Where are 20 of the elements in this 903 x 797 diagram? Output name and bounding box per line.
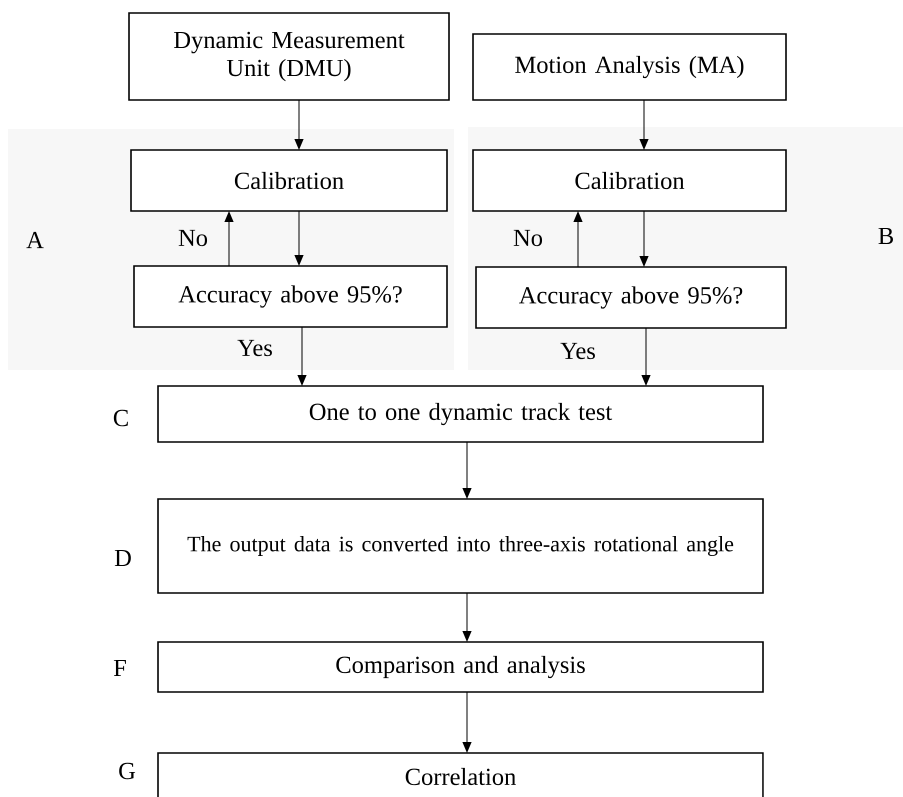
process-box: One to one dynamic track test xyxy=(157,385,764,443)
process-box: Accuracy above 95%? xyxy=(475,266,787,329)
edge-label: Yes xyxy=(559,342,597,360)
edge-label: Yes xyxy=(236,338,274,358)
step-letter: F xyxy=(114,660,126,676)
process-box: Accuracy above 95%? xyxy=(133,265,448,328)
panel-letter: B xyxy=(878,228,893,244)
process-box: The output data is converted into three-axis rotational angle xyxy=(157,498,764,594)
process-box: Correlation xyxy=(157,752,764,797)
process-box: Dynamic Measurement Unit (DMU) xyxy=(128,12,450,101)
step-letter: C xyxy=(114,410,128,426)
process-box: Comparison and analysis xyxy=(157,641,764,693)
process-box: Calibration xyxy=(472,149,787,212)
step-letter: D xyxy=(114,550,131,566)
process-box: Motion Analysis (MA) xyxy=(472,33,787,101)
panel-letter: A xyxy=(26,232,44,248)
step-letter: G xyxy=(119,762,136,780)
process-box: Calibration xyxy=(130,149,448,212)
edge-label: No xyxy=(512,228,544,248)
edge-label: No xyxy=(177,228,209,248)
